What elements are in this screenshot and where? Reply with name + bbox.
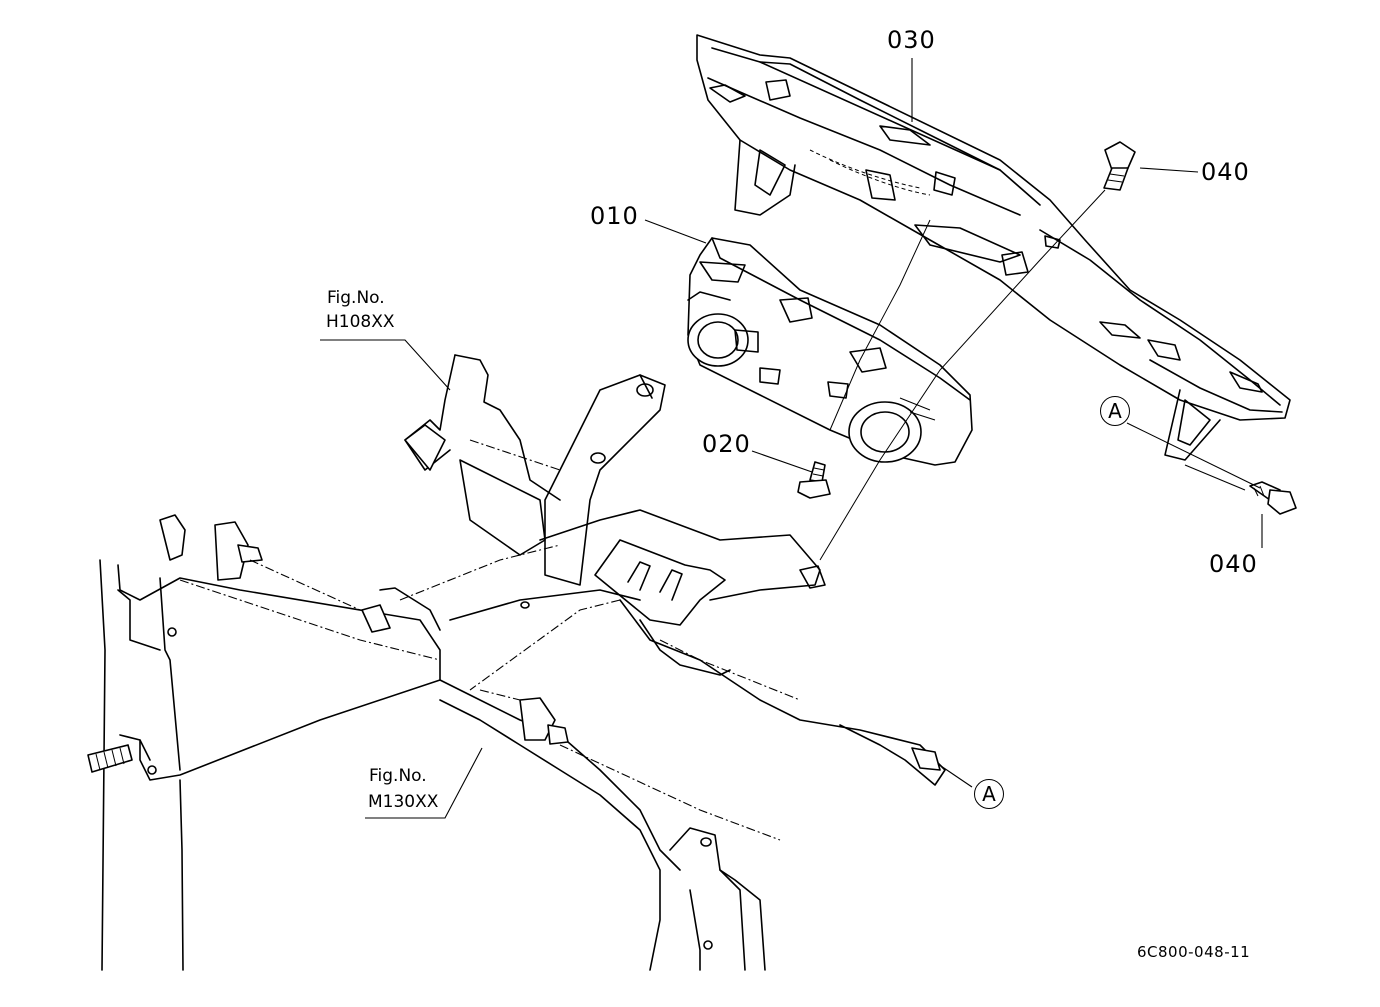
label-part-030: 030 bbox=[887, 26, 936, 54]
part-010-meter bbox=[687, 237, 973, 466]
part-020-screw bbox=[797, 461, 831, 499]
fig-ref-2-code: M130XX bbox=[368, 792, 439, 812]
circle-callout-icon: A bbox=[1100, 396, 1130, 426]
circle-callout-icon: A bbox=[974, 779, 1004, 809]
phantom-lines bbox=[179, 439, 801, 841]
label-part-010: 010 bbox=[590, 202, 639, 230]
leader-lines bbox=[320, 58, 1263, 819]
label-part-020: 020 bbox=[702, 430, 751, 458]
fig-ref-1-code: H108XX bbox=[326, 312, 395, 332]
drawing-code: 6C800-048-11 bbox=[1137, 943, 1251, 961]
fig-ref-1-title: Fig.No. bbox=[327, 288, 385, 308]
part-040-bolt-top bbox=[1103, 141, 1136, 191]
label-part-040-top: 040 bbox=[1201, 158, 1250, 186]
label-part-040-bottom: 040 bbox=[1209, 550, 1258, 578]
frame-assembly bbox=[87, 354, 946, 971]
fig-ref-2-title: Fig.No. bbox=[369, 766, 427, 786]
part-030-cover bbox=[696, 34, 1291, 461]
